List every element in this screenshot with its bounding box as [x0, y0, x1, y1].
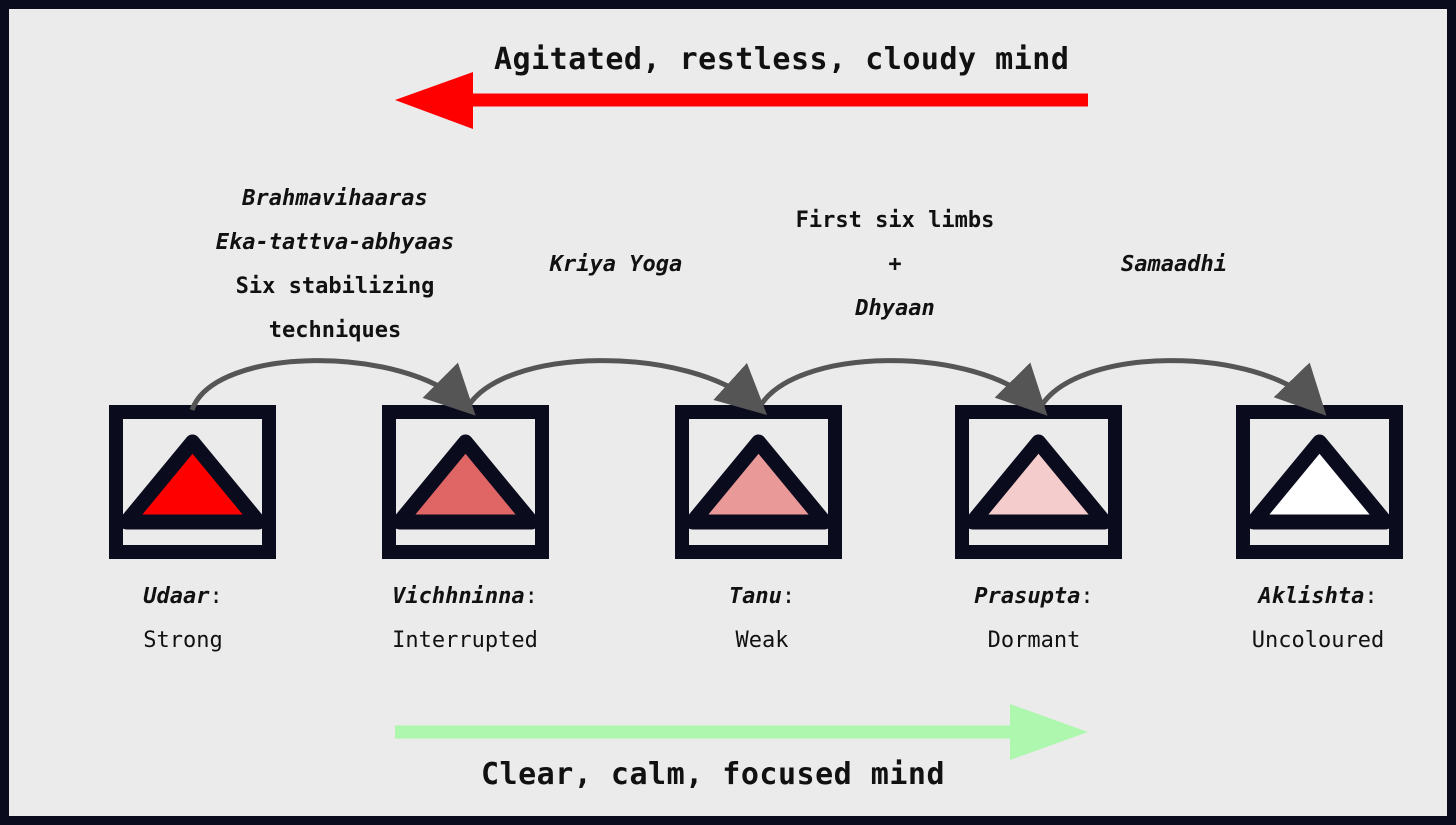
state-sep: :: [209, 584, 223, 609]
clarity-arrow: [395, 704, 1088, 760]
state-label-aklishta: Aklishta: Uncoloured: [1198, 575, 1438, 663]
technique-label-1: Brahmavihaaras Eka-tattva-abhyaas Six st…: [190, 177, 480, 353]
state-sep: :: [1364, 584, 1378, 609]
state-name: Tanu: [728, 584, 782, 609]
state-label-vichhninna: Vichhninna: Interrupted: [345, 575, 585, 663]
state-sep: :: [524, 584, 538, 609]
state-sep: :: [781, 584, 796, 609]
state-box-udaar: [109, 405, 276, 559]
state-meaning: Uncoloured: [1251, 628, 1385, 653]
state-name: Vichhninna: [392, 584, 525, 609]
technique-line: Six stabilizing: [235, 274, 435, 299]
transition-arrow-4: [1036, 358, 1327, 416]
state-box-prasupta: [955, 405, 1122, 559]
state-label-prasupta: Prasupta: Dormant: [914, 575, 1154, 663]
state-meaning: Strong: [143, 628, 223, 653]
state-meaning: Dormant: [987, 628, 1081, 653]
technique-label-3: First six limbs + Dhyaan: [765, 199, 1025, 331]
triangle-icon: [685, 434, 832, 530]
technique-line: Samaadhi: [1121, 252, 1227, 277]
state-box-frame: [109, 405, 276, 559]
technique-line: Dhyaan: [855, 296, 935, 321]
state-meaning: Interrupted: [392, 628, 538, 653]
state-box-tanu: [675, 405, 842, 559]
technique-label-2: Kriya Yoga: [516, 243, 716, 287]
state-name: Aklishta: [1258, 584, 1365, 609]
triangle-icon: [965, 434, 1112, 530]
transition-arrows: [189, 358, 1327, 416]
state-label-udaar: Udaar: Strong: [63, 575, 303, 663]
triangle-icon: [392, 434, 539, 530]
technique-line: Kriya Yoga: [549, 252, 683, 277]
technique-label-4: Samaadhi: [1094, 243, 1254, 287]
technique-line: Brahmavihaaras: [242, 186, 428, 211]
transition-arrow-2: [463, 358, 768, 416]
state-box-aklishta: [1236, 405, 1403, 559]
technique-line: techniques: [268, 318, 402, 343]
transition-arrow-3: [755, 358, 1048, 416]
triangle-icon: [119, 434, 266, 530]
state-label-tanu: Tanu: Weak: [642, 575, 882, 663]
state-name: Udaar: [143, 584, 210, 609]
technique-line: Eka-tattva-abhyaas: [215, 230, 455, 255]
triangle-icon: [1246, 434, 1393, 530]
transition-arrow-1: [189, 358, 476, 416]
state-meaning: Weak: [735, 628, 789, 653]
technique-line: First six limbs: [795, 208, 995, 233]
agitation-arrow: [395, 72, 1088, 129]
state-box-vichhninna: [382, 405, 549, 559]
bottom-heading: Clear, calm, focused mind: [481, 757, 946, 792]
state-name: Prasupta: [974, 584, 1081, 609]
technique-line: +: [888, 252, 902, 277]
top-heading: Agitated, restless, cloudy mind: [494, 42, 1070, 77]
state-sep: :: [1080, 584, 1094, 609]
